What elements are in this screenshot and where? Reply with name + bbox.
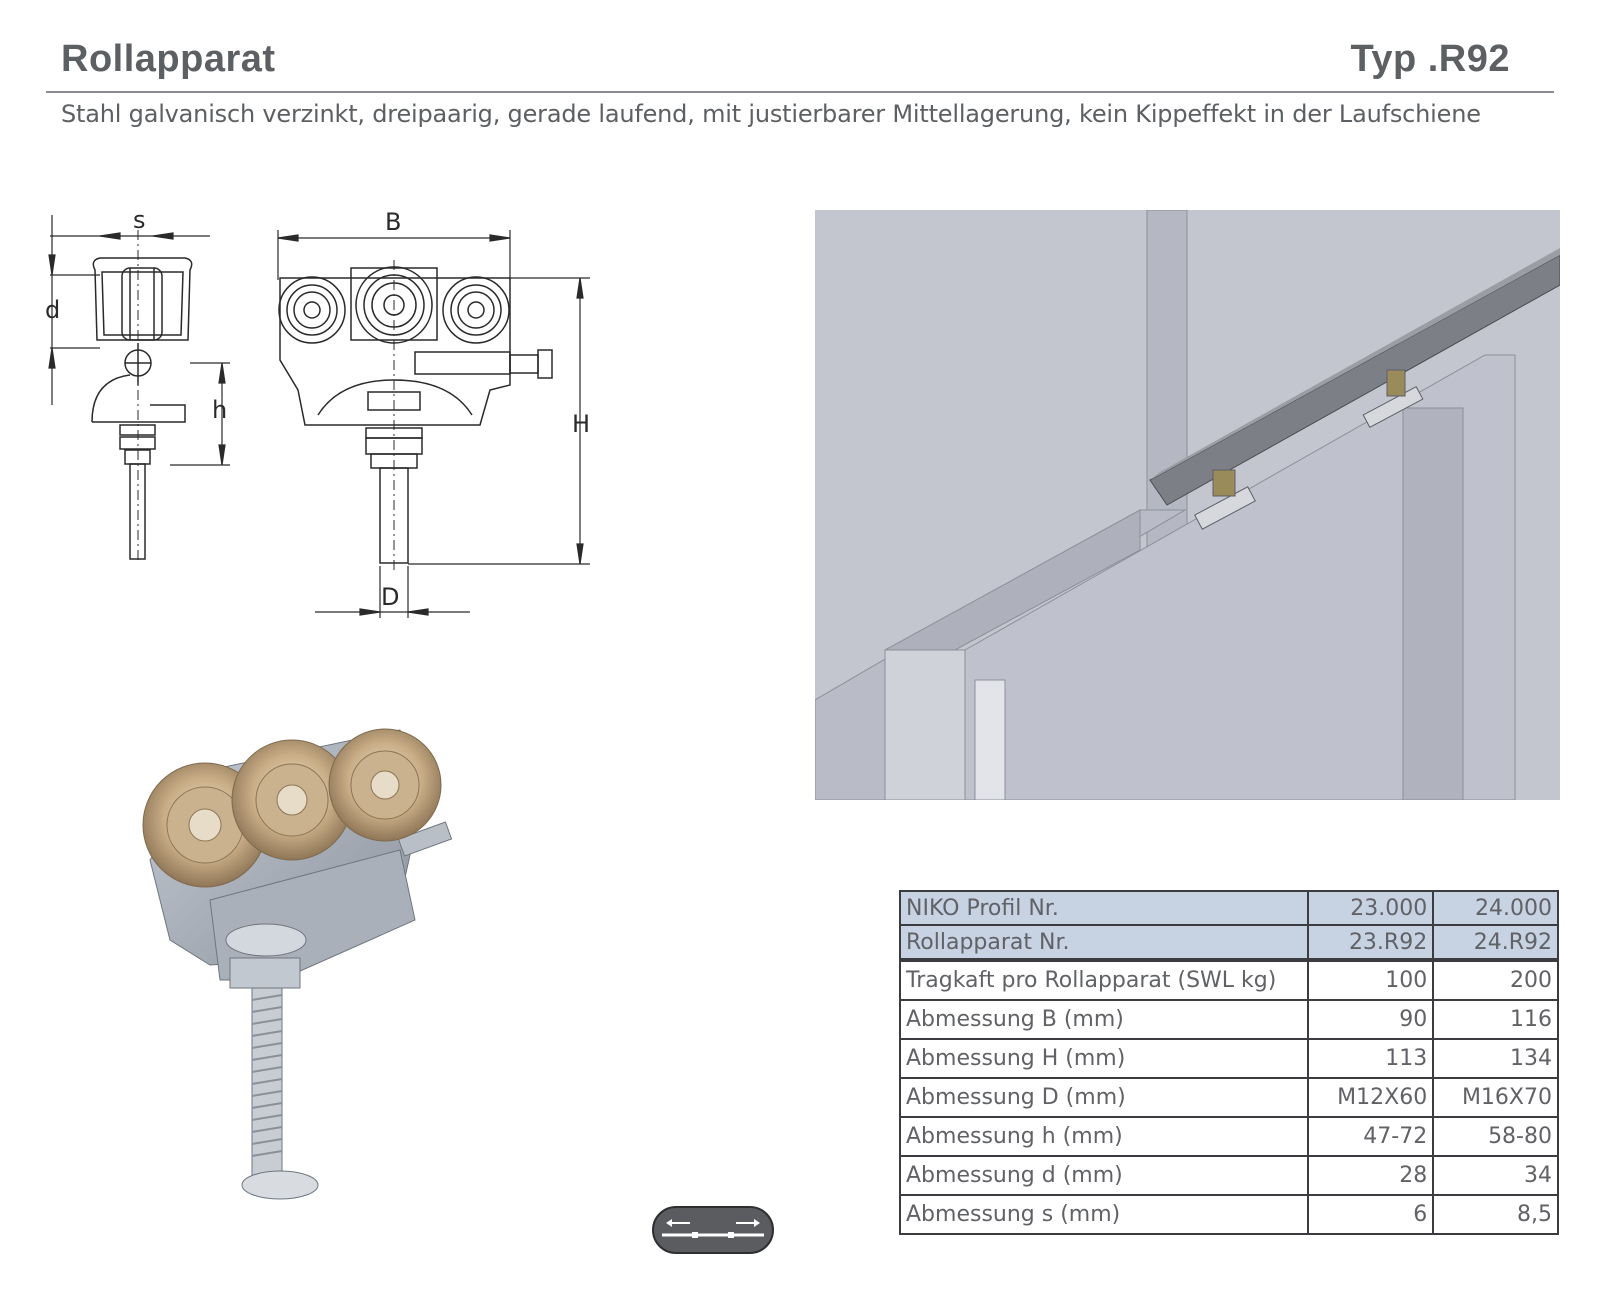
header-value-2: 24.R92 bbox=[1432, 924, 1559, 961]
row-value-2: M16X70 bbox=[1432, 1077, 1559, 1118]
row-value-2: 116 bbox=[1432, 999, 1559, 1040]
row-value-1: 100 bbox=[1307, 958, 1435, 1001]
row-value-2: 134 bbox=[1432, 1038, 1559, 1079]
row-value-1: 90 bbox=[1307, 999, 1435, 1040]
table-row: Abmessung D (mm) M12X60 M16X70 bbox=[898, 1077, 1559, 1118]
table-header-row: Rollapparat Nr. 23.R92 24.R92 bbox=[898, 924, 1559, 961]
header-value-1: 23.R92 bbox=[1307, 924, 1435, 961]
row-label: Abmessung H (mm) bbox=[898, 1038, 1310, 1079]
row-label: Abmessung h (mm) bbox=[898, 1116, 1310, 1157]
table-row: Abmessung h (mm) 47-72 58-80 bbox=[898, 1116, 1559, 1157]
spec-table: NIKO Profil Nr. 23.000 24.000 Rollappara… bbox=[898, 890, 1559, 1235]
title-divider bbox=[46, 91, 1554, 93]
row-value-2: 200 bbox=[1432, 958, 1559, 1001]
row-value-2: 58-80 bbox=[1432, 1116, 1559, 1157]
row-value-2: 8,5 bbox=[1432, 1194, 1559, 1235]
straight-track-arrows-icon bbox=[652, 1206, 774, 1254]
row-label: Abmessung D (mm) bbox=[898, 1077, 1310, 1118]
dim-label-H: H bbox=[572, 410, 590, 438]
page-title: Rollapparat bbox=[61, 38, 276, 80]
row-label: Abmessung s (mm) bbox=[898, 1194, 1310, 1235]
header-value-2: 24.000 bbox=[1432, 890, 1559, 926]
header-label: NIKO Profil Nr. bbox=[898, 890, 1310, 926]
dim-label-B: B bbox=[385, 208, 401, 236]
row-label: Tragkaft pro Rollapparat (SWL kg) bbox=[898, 958, 1310, 1001]
row-label: Abmessung B (mm) bbox=[898, 999, 1310, 1040]
table-row: Abmessung d (mm) 28 34 bbox=[898, 1155, 1559, 1196]
row-value-1: 28 bbox=[1307, 1155, 1435, 1196]
header-value-1: 23.000 bbox=[1307, 890, 1435, 926]
table-row: Abmessung s (mm) 6 8,5 bbox=[898, 1194, 1559, 1235]
front-view bbox=[278, 260, 553, 570]
row-value-1: 6 bbox=[1307, 1194, 1435, 1235]
table-row: Abmessung H (mm) 113 134 bbox=[898, 1038, 1559, 1079]
dim-label-d: d bbox=[45, 296, 60, 324]
dim-label-s: s bbox=[133, 206, 146, 234]
installation-render bbox=[815, 210, 1560, 800]
table-row: Tragkaft pro Rollapparat (SWL kg) 100 20… bbox=[898, 958, 1559, 1001]
row-value-1: 47-72 bbox=[1307, 1116, 1435, 1157]
dim-label-h: h bbox=[212, 396, 227, 424]
table-header-row: NIKO Profil Nr. 23.000 24.000 bbox=[898, 890, 1559, 926]
row-label: Abmessung d (mm) bbox=[898, 1155, 1310, 1196]
side-view-dimensions bbox=[48, 215, 230, 466]
type-label: Typ .R92 bbox=[1350, 38, 1510, 80]
row-value-2: 34 bbox=[1432, 1155, 1559, 1196]
header-label: Rollapparat Nr. bbox=[898, 924, 1310, 961]
technical-drawing: s d h B H D bbox=[45, 206, 590, 618]
front-view-dimensions bbox=[277, 230, 590, 618]
dim-label-D: D bbox=[381, 583, 399, 611]
side-view bbox=[91, 230, 193, 560]
table-row: Abmessung B (mm) 90 116 bbox=[898, 999, 1559, 1040]
row-value-1: M12X60 bbox=[1307, 1077, 1435, 1118]
page-subtitle: Stahl galvanisch verzinkt, dreipaarig, g… bbox=[61, 100, 1481, 128]
row-value-1: 113 bbox=[1307, 1038, 1435, 1079]
roller-photo bbox=[142, 728, 453, 1200]
